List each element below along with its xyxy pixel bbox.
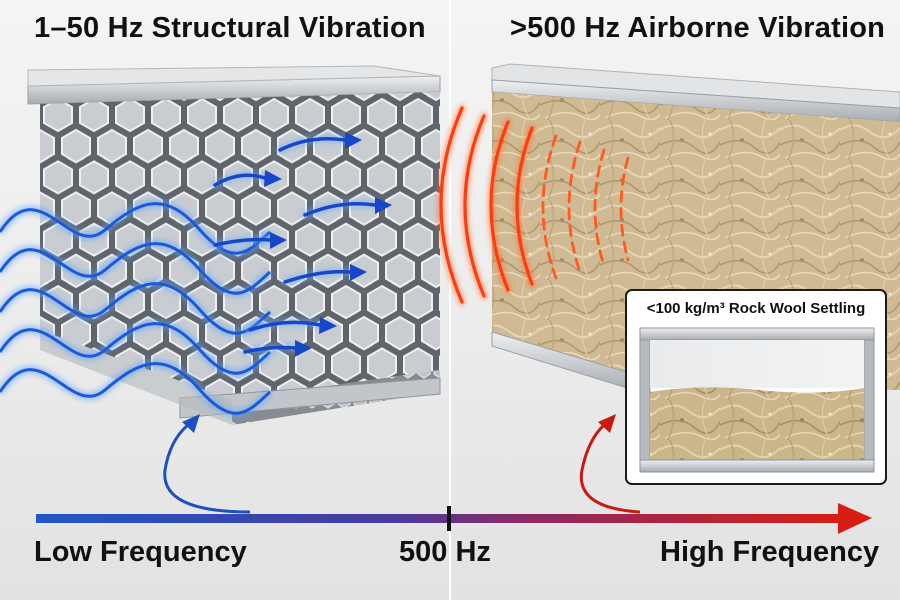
inset-title: <100 kg/m³ Rock Wool Settling bbox=[634, 300, 878, 317]
axis-label-low: Low Frequency bbox=[34, 536, 247, 569]
axis-label-mid: 500 Hz bbox=[399, 536, 491, 569]
axis-label-high: High Frequency bbox=[660, 536, 879, 569]
frequency-axis bbox=[36, 503, 872, 534]
pointer-arrows bbox=[165, 425, 640, 512]
rock-wool-settling-inset bbox=[626, 290, 886, 484]
